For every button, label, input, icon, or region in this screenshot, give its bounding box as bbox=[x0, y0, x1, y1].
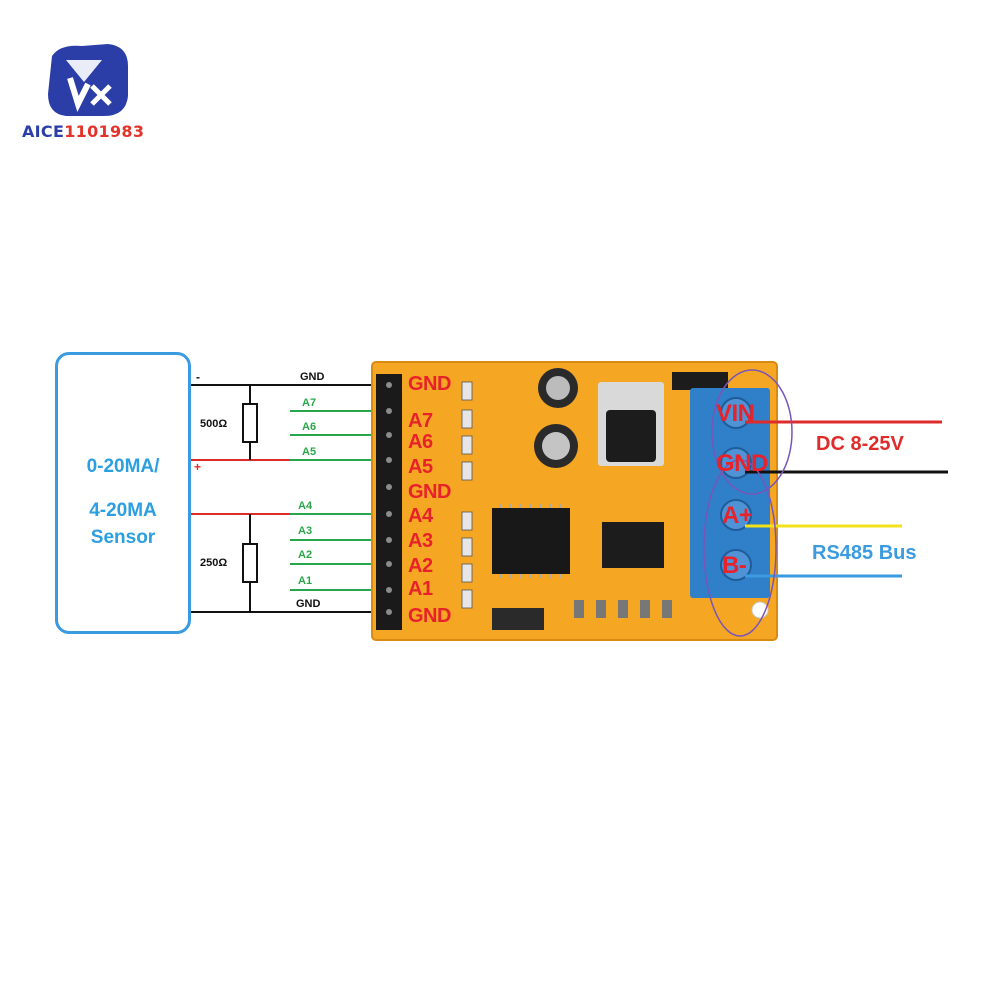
wire-a5-label: A5 bbox=[302, 446, 317, 458]
wire-a7-label: A7 bbox=[302, 397, 317, 409]
pin-a4: A4 bbox=[408, 505, 433, 527]
resistor-500-label: 500Ω bbox=[200, 418, 228, 430]
wire-a2-label: A2 bbox=[298, 549, 313, 561]
pin-a2: A2 bbox=[408, 555, 433, 577]
gnd-top-label: GND bbox=[300, 371, 325, 383]
wire-a4-label: A4 bbox=[298, 500, 313, 512]
pin-a3: A3 bbox=[408, 530, 433, 552]
wire-a1-label: A1 bbox=[298, 575, 313, 587]
gnd-bottom-label: GND bbox=[296, 598, 321, 610]
sensor-wiring bbox=[188, 384, 380, 613]
power-label: DC 8-25V bbox=[816, 433, 904, 455]
pin-a7: A7 bbox=[408, 410, 433, 432]
logo-text-b: 1101983 bbox=[64, 122, 145, 141]
pin-a5: A5 bbox=[408, 456, 433, 478]
rs485-bus-label: RS485 Bus bbox=[812, 542, 917, 564]
plus-sign: + bbox=[194, 460, 202, 474]
logo-badge-icon bbox=[48, 44, 128, 116]
sensor-line-1: 0-20MA/ bbox=[86, 456, 160, 477]
sensor-line-3: Sensor bbox=[90, 527, 156, 548]
pin-gnd-1: GND bbox=[408, 373, 451, 395]
pin-gnd-2: GND bbox=[408, 481, 451, 503]
logo-wordmark: AICE1101983 bbox=[22, 122, 144, 141]
sensor-line-2: 4-20MA bbox=[89, 500, 157, 521]
pin-a1: A1 bbox=[408, 578, 433, 600]
pcb-board bbox=[371, 361, 778, 641]
minus-sign: - bbox=[196, 370, 200, 384]
sensor-box bbox=[55, 352, 191, 634]
terminal-a-plus: A+ bbox=[722, 502, 753, 529]
terminal-gnd: GND bbox=[716, 450, 768, 477]
pin-gnd-3: GND bbox=[408, 605, 451, 627]
logo-text-a: AICE bbox=[22, 122, 65, 141]
wire-a3-label: A3 bbox=[298, 525, 313, 537]
power-bus-wiring bbox=[703, 369, 948, 637]
pin-a6: A6 bbox=[408, 431, 433, 453]
wire-a6-label: A6 bbox=[302, 421, 317, 433]
terminal-vin: VIN bbox=[716, 400, 755, 427]
terminal-b-minus: B- bbox=[722, 552, 747, 579]
resistor-250-label: 250Ω bbox=[200, 557, 228, 569]
